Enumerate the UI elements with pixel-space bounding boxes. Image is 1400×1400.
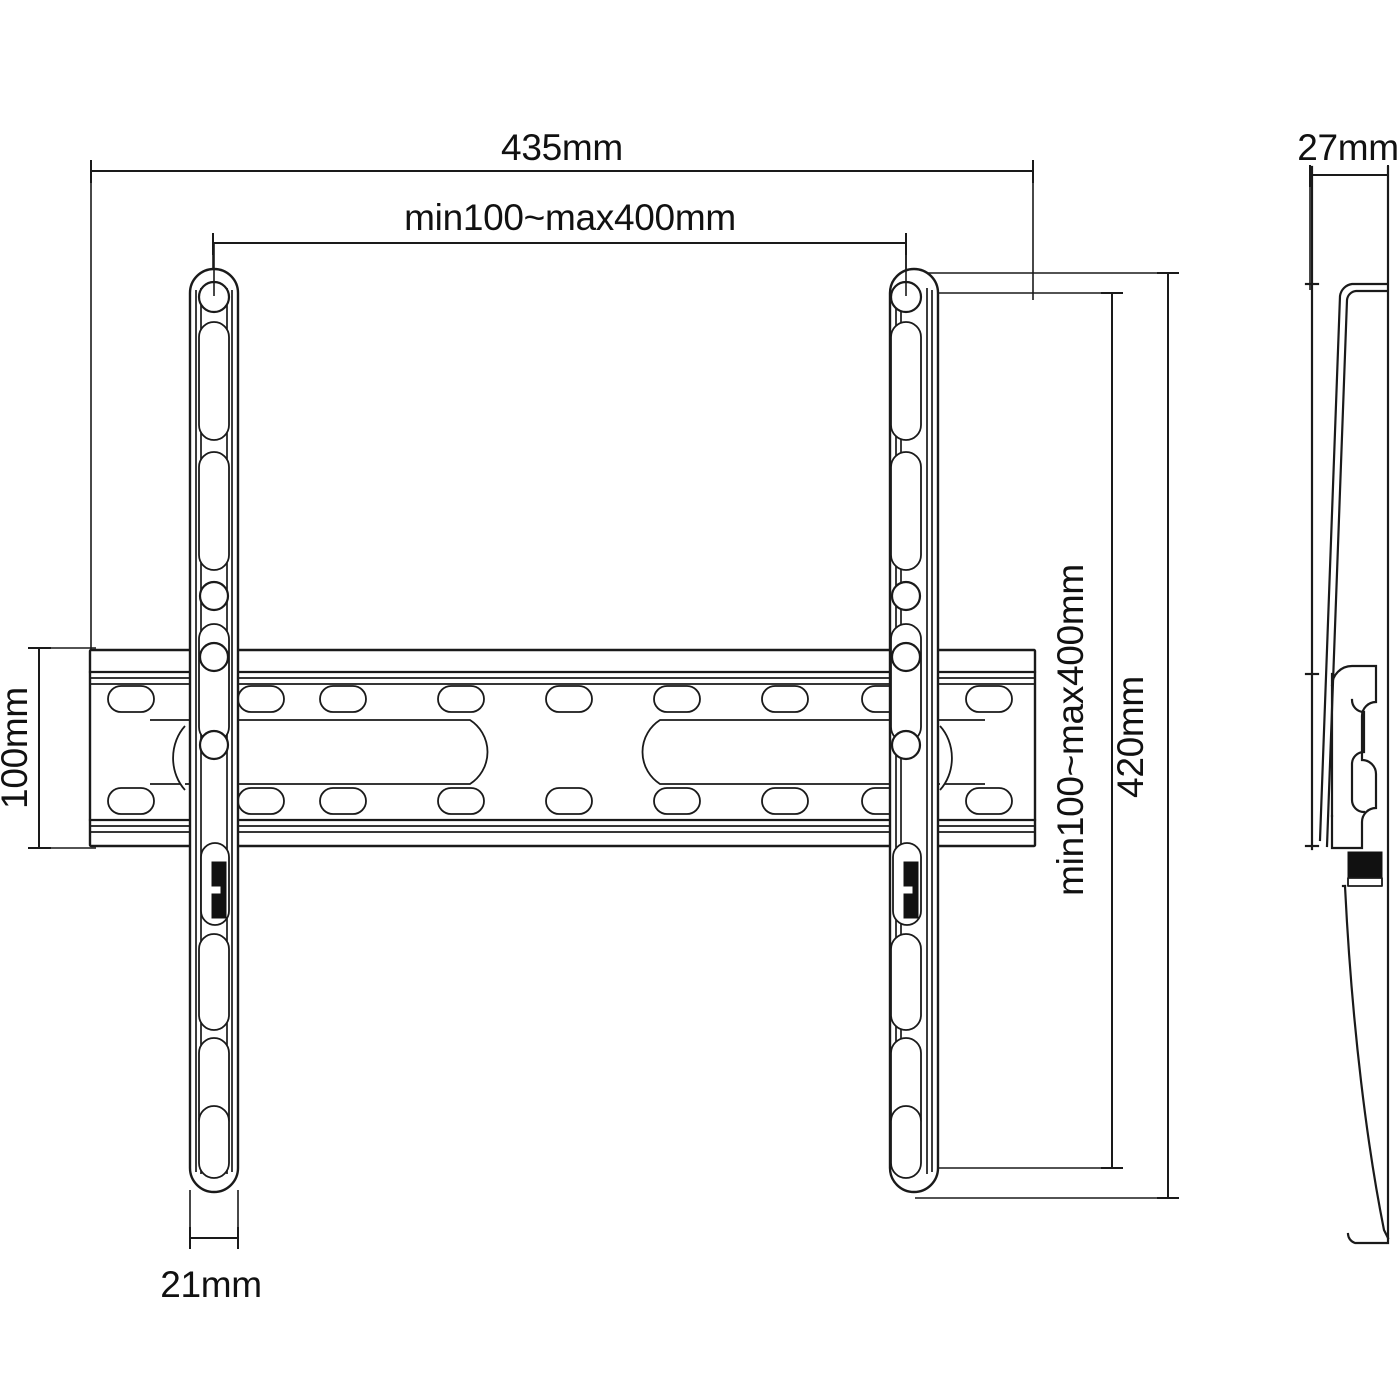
dimension-horizontal-vesa bbox=[212, 233, 907, 283]
left-vertical-rail bbox=[188, 267, 240, 1194]
dimension-overall-height bbox=[915, 272, 1179, 1199]
wall-plate bbox=[88, 648, 1037, 848]
right-rail-lock-tab bbox=[892, 842, 922, 926]
dimension-depth bbox=[1309, 165, 1389, 290]
dimension-vertical-vesa bbox=[915, 292, 1123, 1169]
dimension-overall-width bbox=[90, 160, 1034, 660]
wall-plate-slot-row-bottom bbox=[107, 787, 1013, 815]
dimension-rail-width bbox=[189, 1190, 239, 1249]
dimension-plate-height bbox=[28, 647, 96, 849]
right-vertical-rail bbox=[888, 267, 940, 1194]
left-rail-lock-tab bbox=[200, 842, 230, 926]
side-view-profile bbox=[1304, 165, 1390, 1245]
wall-plate-slot-row-top bbox=[107, 685, 1013, 713]
